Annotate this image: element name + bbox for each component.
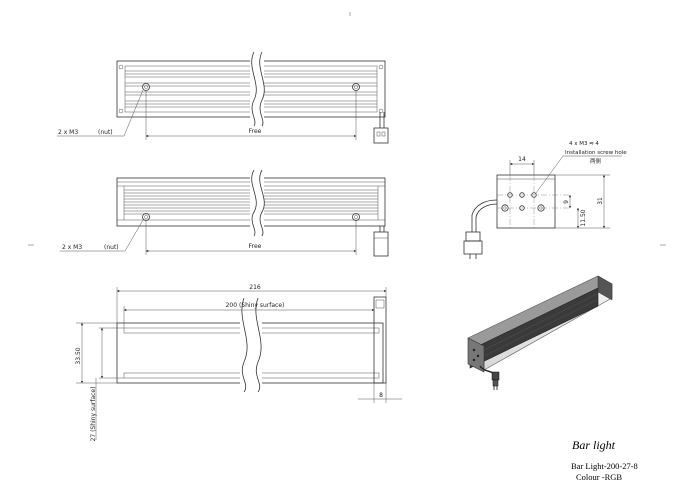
top-view-break-line-b — [259, 51, 265, 127]
top-view-nut-suffix: (nut) — [98, 129, 113, 136]
end-view-14-label: 14 — [518, 156, 526, 163]
top-view: Free 2 x M3 (nut) — [57, 51, 389, 144]
end-view-holes — [501, 192, 545, 212]
middle-view-nut-label: 2 x M3 — [62, 244, 82, 251]
end-view-cable-outer — [471, 199, 498, 232]
top-view-connector — [373, 112, 389, 144]
iso-connector — [491, 371, 500, 381]
end-view-screw-desc: Installation screw hole — [565, 150, 627, 156]
end-view-screw-label: 4 x M3 ⥧ 4 — [569, 141, 599, 147]
middle-view-nut-leader — [124, 219, 144, 252]
end-view-11-50-label: 11.50 — [580, 209, 587, 226]
bottom-view-break-line-b — [255, 297, 262, 393]
iso-far-cap — [597, 275, 613, 301]
end-view: 14 4 x M3 ⥧ 4 Installation screw hole 两侧… — [463, 141, 627, 259]
iso-body-grooves — [471, 293, 598, 363]
bottom-view: 216 200 (Shiny surface) 33.50 27 (Shiny … — [75, 284, 402, 441]
top-view-nut-label: 2 x M3 — [58, 129, 78, 136]
crop-marks — [28, 12, 666, 246]
top-view-corner-screws — [118, 64, 384, 114]
top-view-break-line-a — [251, 51, 257, 127]
middle-view-free-label: Free — [249, 243, 262, 250]
top-view-nut-leader — [123, 89, 144, 137]
bottom-view-height-label: 33.50 — [75, 347, 82, 364]
title-block-model: Bar Light-200-27-8 — [571, 461, 638, 471]
top-view-nut-right — [352, 83, 360, 91]
middle-view-connector — [373, 226, 389, 257]
top-view-nut-left — [142, 83, 150, 91]
end-view-screw-leader — [535, 155, 564, 194]
middle-view-break-gap — [250, 172, 264, 234]
title-block-colour: Colour -RGB — [576, 472, 622, 482]
middle-view: Free 2 x M3 (nut) — [60, 169, 389, 257]
middle-view-nut-left — [142, 213, 150, 221]
bottom-view-216-label: 216 — [249, 284, 261, 291]
end-view-connector — [463, 231, 483, 259]
end-view-plate — [496, 174, 556, 229]
bottom-view-break-line-a — [241, 297, 248, 393]
end-view-cable-inner — [475, 203, 498, 232]
bottom-view-end-cap — [373, 296, 387, 384]
iso-view — [467, 275, 613, 390]
end-view-9-label: 9 — [563, 200, 570, 204]
middle-view-nut-suffix: (nut) — [104, 244, 119, 251]
title-block-title: Bar light — [572, 438, 616, 452]
title-block: Bar light Bar Light-200-27-8 Colour -RGB — [571, 438, 638, 482]
end-view-screw-cn: 两侧 — [590, 157, 602, 165]
bottom-view-end-connector — [375, 299, 385, 309]
end-view-31-label: 31 — [597, 197, 604, 205]
iso-end-cap — [467, 337, 485, 373]
top-view-free-label: Free — [249, 128, 262, 135]
bottom-view-200-label: 200 (Shiny surface) — [226, 302, 285, 309]
middle-view-break-line-b — [259, 169, 265, 237]
middle-view-break-line-a — [251, 169, 257, 237]
middle-view-nut-right — [352, 213, 360, 221]
bottom-view-side-label: 8 — [379, 392, 383, 399]
bottom-view-shiny-width-label: 27 (Shiny surface) — [90, 387, 97, 442]
